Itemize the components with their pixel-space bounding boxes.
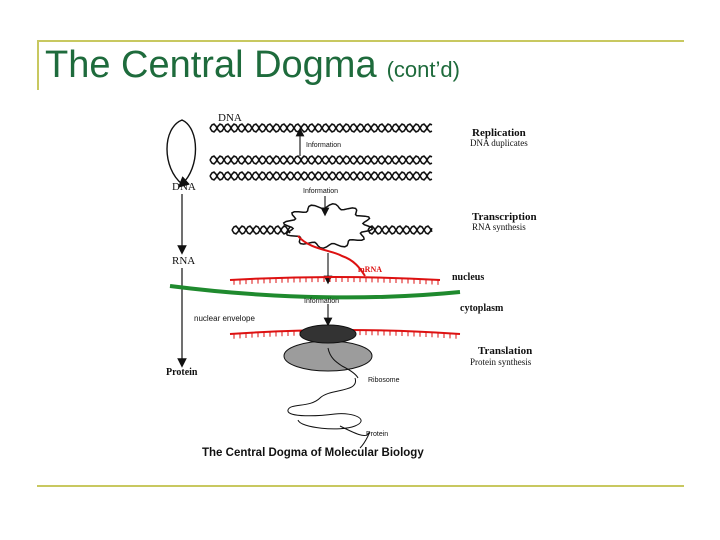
translation-label: Translation	[478, 345, 532, 357]
ribosome-large-subunit	[283, 340, 373, 372]
dna-helix-1-strand-1	[209, 123, 433, 133]
transcription-label: Transcription	[472, 211, 537, 223]
dna-helix-3-strand-1	[209, 171, 433, 181]
top-rule	[37, 40, 684, 42]
dna-helix-right-strand-2	[367, 225, 433, 235]
protein-left-label: Protein	[166, 367, 198, 378]
folded-protein	[287, 377, 370, 449]
replication-label: Replication	[472, 127, 526, 139]
rna-synthesis-label: RNA synthesis	[472, 222, 526, 232]
slide-title: The Central Dogma (cont’d)	[45, 44, 460, 87]
ribosome-label: Ribosome	[368, 377, 400, 384]
growing-polypeptide	[327, 347, 359, 379]
central-dogma-diagram: DNA DNA RNA Protein Information Informat…	[166, 112, 537, 459]
transcription-bubble	[282, 203, 374, 249]
rna-left-label: RNA	[172, 255, 195, 267]
mrna-strand	[297, 235, 366, 277]
dna-duplicates-label: DNA duplicates	[470, 138, 528, 148]
protein-synthesis-label: Protein synthesis	[470, 357, 532, 367]
dna-top-label: DNA	[218, 112, 242, 124]
dna-helix-1-strand-2	[209, 123, 433, 133]
title-accent-bar	[37, 40, 39, 90]
dna-helix-right-strand-1	[367, 225, 433, 235]
bottom-rule	[37, 485, 684, 487]
dna-left-label: DNA	[172, 181, 196, 193]
dna-helix-3-strand-2	[209, 171, 433, 181]
slide-title-main: The Central Dogma	[45, 44, 377, 86]
info-label-1: Information	[306, 142, 341, 149]
replication-loop	[166, 119, 197, 188]
info-label-3: Information	[304, 298, 339, 305]
dna-helix-2-strand-1	[209, 155, 433, 165]
cytoplasm-label: cytoplasm	[460, 303, 504, 314]
diagram-caption: The Central Dogma of Molecular Biology	[202, 447, 424, 459]
mrna-label: mRNA	[358, 265, 382, 274]
protein-bottom-label: Protein	[366, 431, 388, 438]
nuclear-envelope	[169, 284, 461, 300]
dna-helices	[209, 123, 433, 235]
dna-helix-2-strand-2	[209, 155, 433, 165]
dna-helix-left-strand-1	[231, 225, 291, 235]
nucleus-label: nucleus	[452, 272, 484, 283]
info-label-2: Information	[303, 188, 338, 195]
ribosome-small-subunit	[299, 324, 357, 344]
slide-title-suffix: (cont’d)	[386, 57, 460, 82]
dna-helix-left-strand-2	[231, 225, 291, 235]
nuclear-envelope-label: nuclear envelope	[194, 314, 255, 323]
